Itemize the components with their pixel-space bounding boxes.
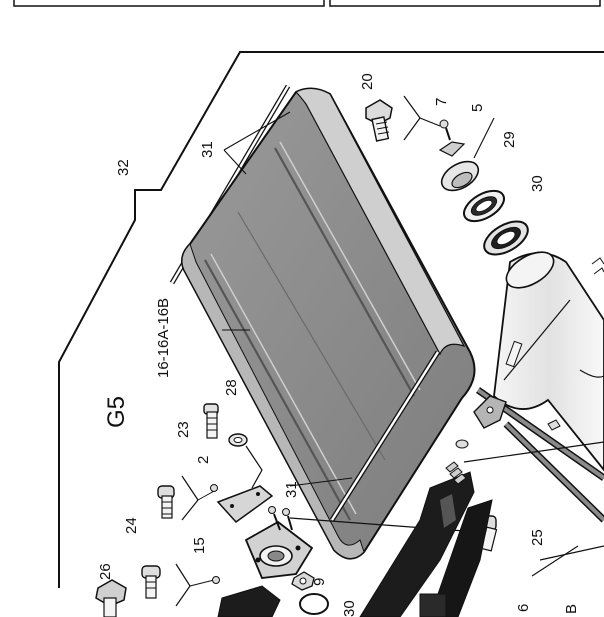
callout-6: 6 bbox=[515, 604, 532, 612]
bolt-24 bbox=[157, 485, 175, 519]
bearing-housing-15 bbox=[244, 520, 314, 579]
callout-20: 20 bbox=[359, 73, 376, 90]
callout-26: 26 bbox=[97, 563, 114, 580]
callout-31-top: 31 bbox=[199, 141, 216, 158]
callout-9: 9 bbox=[311, 578, 328, 586]
frame-bottom bbox=[217, 471, 493, 617]
bearing-5 bbox=[440, 160, 480, 192]
callout-B: B bbox=[563, 604, 580, 614]
header-frame bbox=[13, 0, 601, 7]
callout-labels: 20 7 5 29 30 31 32 23 28 2 31 24 15 25 2… bbox=[97, 73, 580, 617]
callout-30-lower: 30 bbox=[341, 600, 358, 617]
callout-29: 29 bbox=[501, 131, 518, 148]
screw-23 bbox=[203, 403, 219, 439]
callout-28: 28 bbox=[223, 379, 240, 396]
bolt-20 bbox=[365, 99, 393, 142]
callout-31-lower: 31 bbox=[283, 481, 300, 498]
large-bolt bbox=[95, 579, 127, 617]
roller-tube bbox=[493, 251, 604, 472]
seal-29 bbox=[463, 189, 505, 223]
screw-lower bbox=[175, 563, 220, 607]
callout-2: 2 bbox=[195, 456, 212, 464]
cover-plate-2 bbox=[181, 445, 274, 524]
section-code: G5 bbox=[103, 396, 130, 428]
washer-28 bbox=[228, 433, 248, 447]
callout-24: 24 bbox=[123, 517, 140, 534]
callout-leaders bbox=[222, 111, 579, 577]
bolt-26 bbox=[141, 565, 161, 599]
callout-32: 32 bbox=[115, 159, 132, 176]
callout-25: 25 bbox=[529, 529, 546, 546]
callout-23: 23 bbox=[175, 421, 192, 438]
callout-30: 30 bbox=[529, 175, 546, 192]
small-screws bbox=[268, 506, 293, 531]
callout-5: 5 bbox=[469, 104, 486, 112]
screw-7 bbox=[403, 95, 466, 157]
assembly-boundary-line bbox=[58, 51, 604, 588]
panel-assembly bbox=[181, 87, 476, 560]
bracket-spring bbox=[445, 257, 604, 485]
nut-9 bbox=[291, 571, 315, 591]
seal-30 bbox=[483, 220, 529, 256]
callout-15: 15 bbox=[191, 537, 208, 554]
assembly-label: 16-16A-16B bbox=[155, 298, 172, 378]
callout-7: 7 bbox=[433, 98, 450, 106]
